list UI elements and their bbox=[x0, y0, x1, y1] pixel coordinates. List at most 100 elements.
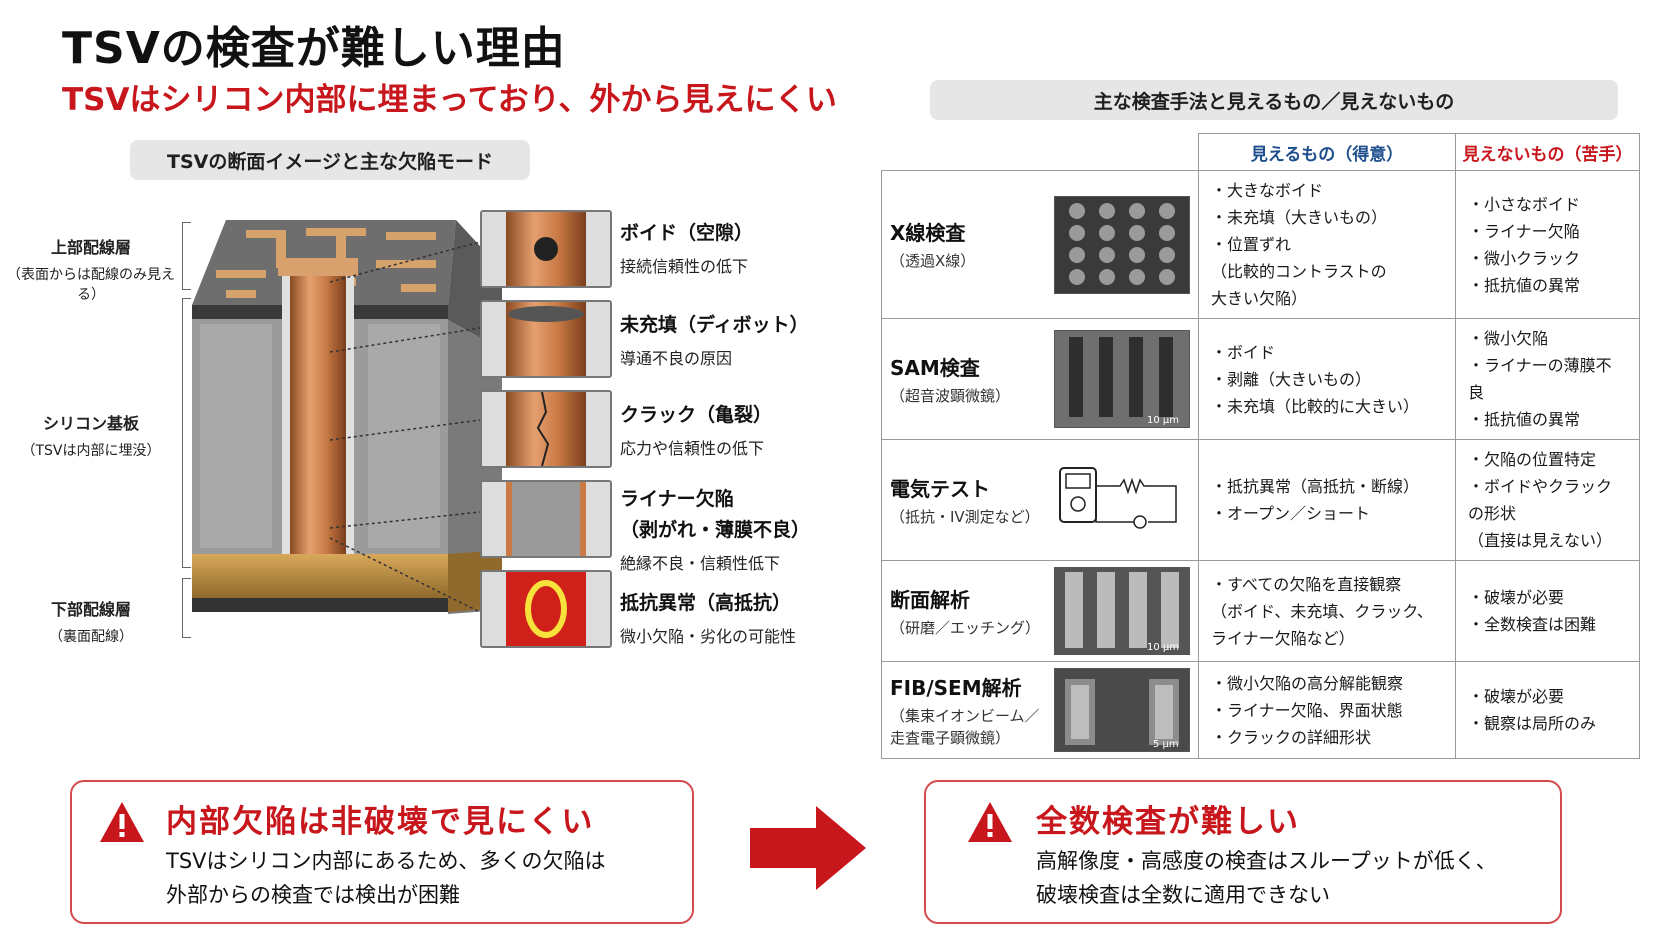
table-row: 断面解析 （研磨／エッチング） 10 μm ・すべての欠陥を直接観察 （ボイド、… bbox=[881, 560, 1640, 662]
defect-desc: 導通不良の原因 bbox=[620, 349, 733, 368]
method-sub: （透過X線） bbox=[890, 252, 976, 270]
defect-desc: 微小欠陥・劣化の可能性 bbox=[620, 627, 797, 646]
list-item: ・ライナー欠陥 bbox=[1468, 221, 1580, 241]
layer-note: （裏面配線） bbox=[49, 629, 133, 645]
list-item: ・位置ずれ bbox=[1211, 235, 1292, 254]
header-invisible: 見えないもの（苦手） bbox=[1455, 133, 1640, 171]
page-subtitle: TSVはシリコン内部に埋まっており、外から見えにくい bbox=[62, 82, 837, 118]
alert-title: 全数検査が難しい bbox=[1036, 804, 1300, 840]
list-item: ・観察は局所のみ bbox=[1468, 714, 1597, 733]
high-resistance-thumbnail bbox=[480, 570, 612, 648]
list-item: ・オープン／ショート bbox=[1211, 504, 1371, 523]
invisible-cell: ・微小欠陥 ・ライナーの薄膜不良 ・抵抗値の異常 bbox=[1455, 318, 1640, 440]
layer-label-top: 上部配線層 （表面からは配線のみ見える） bbox=[6, 234, 176, 304]
list-item: ・全数検査は困難 bbox=[1468, 615, 1597, 634]
list-item: ・ボイドやクラックの形状 bbox=[1468, 477, 1613, 523]
list-item: ・すべての欠陥を直接観察 bbox=[1211, 574, 1402, 594]
alert-box-right: 全数検査が難しい 高解像度・高感度の検査はスループットが低く、 破壊検査は全数に… bbox=[924, 780, 1562, 924]
alert-title: 内部欠陥は非破壊で見にくい bbox=[166, 804, 595, 840]
list-item: ・抵抗異常（高抵抗・断線） bbox=[1211, 477, 1420, 496]
electrical-test-icon bbox=[1059, 467, 1177, 529]
list-item: ・微小クラック bbox=[1468, 248, 1581, 268]
invisible-cell: ・欠陥の位置特定 ・ボイドやクラックの形状 （直接は見えない） bbox=[1455, 439, 1640, 561]
layer-label-bottom: 下部配線層 （裏面配線） bbox=[6, 596, 176, 646]
invisible-cell: ・破壊が必要 ・観察は局所のみ bbox=[1455, 661, 1640, 759]
method-sub: （集束イオンビーム／ bbox=[890, 706, 1040, 725]
layer-note: （表面からは配線のみ見える） bbox=[7, 267, 175, 303]
defect-title: 抵抗異常（高抵抗） bbox=[620, 592, 792, 614]
liner-defect-thumbnail bbox=[480, 480, 612, 558]
list-item: ・抵抗値の異常 bbox=[1468, 275, 1581, 295]
list-item: （比較的コントラストの bbox=[1211, 262, 1387, 281]
scale-label: 5 μm bbox=[1153, 739, 1179, 750]
list-item: ・大きなボイド bbox=[1211, 181, 1324, 200]
method-name: 断面解析 bbox=[890, 587, 970, 612]
method-name: 電気テスト bbox=[890, 476, 990, 501]
header-visible: 見えるもの（得意） bbox=[1198, 133, 1456, 171]
table-row: 電気テスト （抵抗・IV測定など） ・抵抗異常（高抵抗・断線） ・オープン／ショ… bbox=[881, 439, 1640, 561]
defect-desc: 接続信頼性の低下 bbox=[620, 257, 749, 276]
list-item: ・微小欠陥 bbox=[1468, 329, 1549, 348]
defect-title: ライナー欠陥 bbox=[620, 488, 734, 510]
inspection-methods-table: 見えるもの（得意） 見えないもの（苦手） X線検査 （透過X線） ・大きなボイド… bbox=[881, 133, 1640, 759]
defect-title: 未充填（ディボット） bbox=[620, 314, 809, 336]
defect-desc: 絶縁不良・信頼性低下 bbox=[620, 554, 781, 573]
list-item: ・破壊が必要 bbox=[1468, 687, 1565, 706]
bracket-bottom bbox=[182, 578, 191, 638]
list-item: （ボイド、未充填、クラック、 bbox=[1211, 601, 1433, 621]
invisible-cell: ・小さなボイド ・ライナー欠陥 ・微小クラック ・抵抗値の異常 bbox=[1455, 170, 1640, 319]
warning-icon bbox=[100, 802, 144, 842]
visible-cell: ・すべての欠陥を直接観察 （ボイド、未充填、クラック、 ライナー欠陥など） bbox=[1198, 560, 1456, 662]
page-title: TSVの検査が難しい理由 bbox=[62, 23, 566, 74]
list-item: ・未充填（大きいもの） bbox=[1211, 208, 1388, 227]
layer-note: （TSVは内部に埋没） bbox=[21, 443, 161, 459]
connector-lines bbox=[329, 241, 481, 613]
list-item: ・欠陥の位置特定 bbox=[1468, 450, 1597, 469]
defect-unfilled: 未充填（ディボット） 導通不良の原因 bbox=[620, 310, 809, 369]
defect-title: ボイド（空隙） bbox=[620, 222, 754, 244]
bracket-middle bbox=[182, 298, 191, 568]
method-name: FIB/SEM解析 bbox=[890, 675, 1022, 700]
layer-label-middle: シリコン基板 （TSVは内部に埋没） bbox=[6, 410, 176, 460]
alert-line: 破壊検査は全数に適用できない bbox=[1036, 883, 1330, 907]
list-item: ・抵抗値の異常 bbox=[1468, 410, 1581, 429]
layer-name: シリコン基板 bbox=[42, 414, 139, 433]
visible-cell: ・抵抗異常（高抵抗・断線） ・オープン／ショート bbox=[1198, 439, 1456, 561]
layer-name: 下部配線層 bbox=[50, 600, 131, 619]
bracket-top bbox=[182, 222, 191, 290]
list-item: （直接は見えない） bbox=[1468, 531, 1613, 550]
header-empty bbox=[881, 133, 1199, 171]
table-row: FIB/SEM解析 （集束イオンビーム／ 走査電子顕微鏡） 5 μm ・微小欠陥… bbox=[881, 661, 1640, 759]
defect-title: クラック（亀裂） bbox=[620, 404, 773, 426]
unfilled-thumbnail bbox=[480, 300, 612, 378]
defect-desc: 応力や信頼性の低下 bbox=[620, 439, 765, 458]
cross-section-image: 10 μm bbox=[1054, 567, 1190, 655]
visible-cell: ・微小欠陥の高分解能観察 ・ライナー欠陥、界面状態 ・クラックの詳細形状 bbox=[1198, 661, 1456, 759]
crack-thumbnail bbox=[480, 390, 612, 468]
layer-name: 上部配線層 bbox=[50, 238, 131, 257]
left-section-header: TSVの断面イメージと主な欠陥モード bbox=[130, 140, 530, 180]
scale-label: 10 μm bbox=[1147, 642, 1179, 653]
scale-label: 10 μm bbox=[1147, 415, 1179, 426]
list-item: ・小さなボイド bbox=[1468, 194, 1581, 214]
defect-crack: クラック（亀裂） 応力や信頼性の低下 bbox=[620, 400, 772, 459]
invisible-cell: ・破壊が必要 ・全数検査は困難 bbox=[1455, 560, 1640, 662]
arrow-right-icon bbox=[750, 806, 866, 890]
sam-image: 10 μm bbox=[1054, 330, 1190, 428]
defect-void: ボイド（空隙） 接続信頼性の低下 bbox=[620, 218, 753, 277]
alert-line: 高解像度・高感度の検査はスループットが低く、 bbox=[1036, 849, 1497, 873]
warning-icon bbox=[968, 802, 1012, 842]
table-row: SAM検査 （超音波顕微鏡） 10 μm ・ボイド ・剥離（大きいもの） ・未充… bbox=[881, 318, 1640, 440]
method-name: X線検査 bbox=[890, 221, 966, 245]
list-item: ・ライナーの薄膜不良 bbox=[1468, 356, 1612, 402]
visible-cell: ・大きなボイド ・未充填（大きいもの） ・位置ずれ （比較的コントラストの 大き… bbox=[1198, 170, 1456, 319]
list-item: ・未充填（比較的に大きい） bbox=[1211, 396, 1420, 416]
table-row: X線検査 （透過X線） ・大きなボイド ・未充填（大きいもの） ・位置ずれ （比… bbox=[881, 170, 1640, 319]
right-section-header: 主な検査手法と見えるもの／見えないもの bbox=[930, 80, 1618, 120]
method-sub-2: 走査電子顕微鏡） bbox=[890, 728, 1011, 747]
via-copper bbox=[290, 270, 346, 560]
list-item: 大きい欠陥） bbox=[1211, 289, 1308, 308]
list-item: ・クラックの詳細形状 bbox=[1211, 727, 1372, 747]
table-header-row: 見えるもの（得意） 見えないもの（苦手） bbox=[881, 133, 1640, 171]
alert-line: 外部からの検査では検出が困難 bbox=[166, 883, 460, 907]
